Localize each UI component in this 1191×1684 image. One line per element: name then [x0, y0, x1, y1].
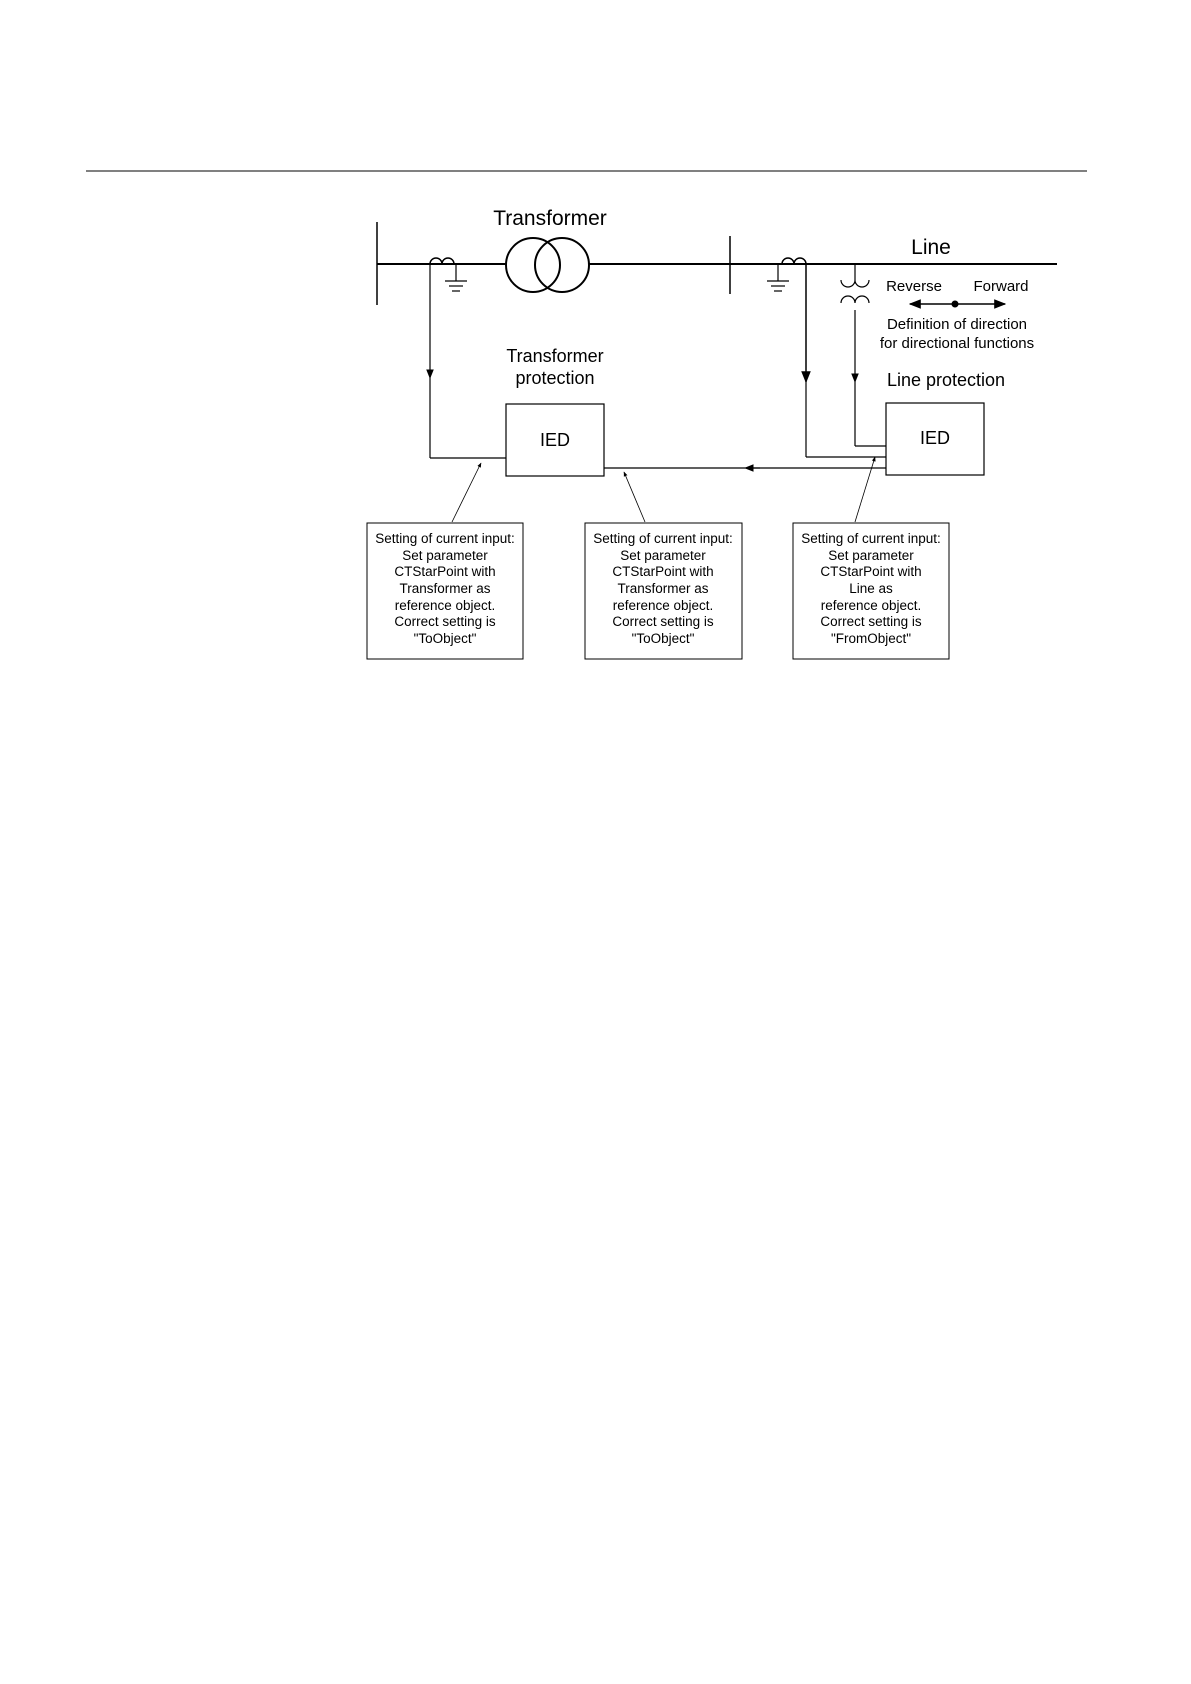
transformer-ied-box [505, 403, 605, 477]
note-line: Transformer as [617, 581, 708, 596]
note-box-2 [584, 522, 743, 660]
note-text-2: Setting of current input: Set parameter … [593, 531, 733, 646]
note-line: Set parameter [402, 548, 488, 563]
transformer-label: Transformer [493, 207, 607, 230]
note-pointer-3 [854, 456, 876, 523]
definition-label-2: for directional functions [880, 335, 1034, 352]
voltage-transformer [840, 264, 870, 304]
transformer-protection-label-1: Transformer [506, 346, 603, 366]
note-line: Setting of current input: [593, 531, 733, 546]
line-protection-label: Line protection [887, 370, 1005, 390]
direction-arrow [908, 299, 1007, 309]
transformer-protection-label-2: protection [515, 368, 594, 388]
forward-label: Forward [973, 278, 1028, 295]
note-pointer-1 [451, 462, 482, 523]
reverse-label: Reverse [886, 278, 942, 295]
note-line: Correct setting is [394, 614, 496, 629]
left-current-transformer [429, 257, 467, 292]
note-line: Setting of current input: [801, 531, 941, 546]
definition-label-1: Definition of direction [887, 316, 1027, 333]
note-line: reference object. [821, 598, 922, 613]
note-line: Set parameter [828, 548, 914, 563]
note-line: Transformer as [399, 581, 490, 596]
note-line: Correct setting is [612, 614, 714, 629]
transformer-symbol [505, 237, 590, 293]
note-line: CTStarPoint with [820, 564, 921, 579]
note-text-3: Setting of current input: Set parameter … [801, 531, 941, 646]
line-ied-box [885, 402, 985, 476]
right-current-transformer [767, 257, 807, 292]
line-ied-label: IED [920, 428, 950, 448]
note-text-1: Setting of current input: Set parameter … [375, 531, 515, 646]
note-box-1 [366, 522, 524, 660]
note-line: Line as [849, 581, 893, 596]
note-line: reference object. [613, 598, 714, 613]
note-line: "FromObject" [831, 631, 911, 646]
note-line: CTStarPoint with [394, 564, 495, 579]
note-line: "ToObject" [632, 631, 695, 646]
note-line: Set parameter [620, 548, 706, 563]
note-line: Correct setting is [820, 614, 922, 629]
transformer-ied-label: IED [540, 430, 570, 450]
note-box-3 [792, 522, 950, 660]
note-line: "ToObject" [414, 631, 477, 646]
note-line: Setting of current input: [375, 531, 515, 546]
note-pointer-2 [623, 471, 646, 523]
note-line: CTStarPoint with [612, 564, 713, 579]
line-label: Line [911, 236, 951, 259]
note-line: reference object. [395, 598, 496, 613]
